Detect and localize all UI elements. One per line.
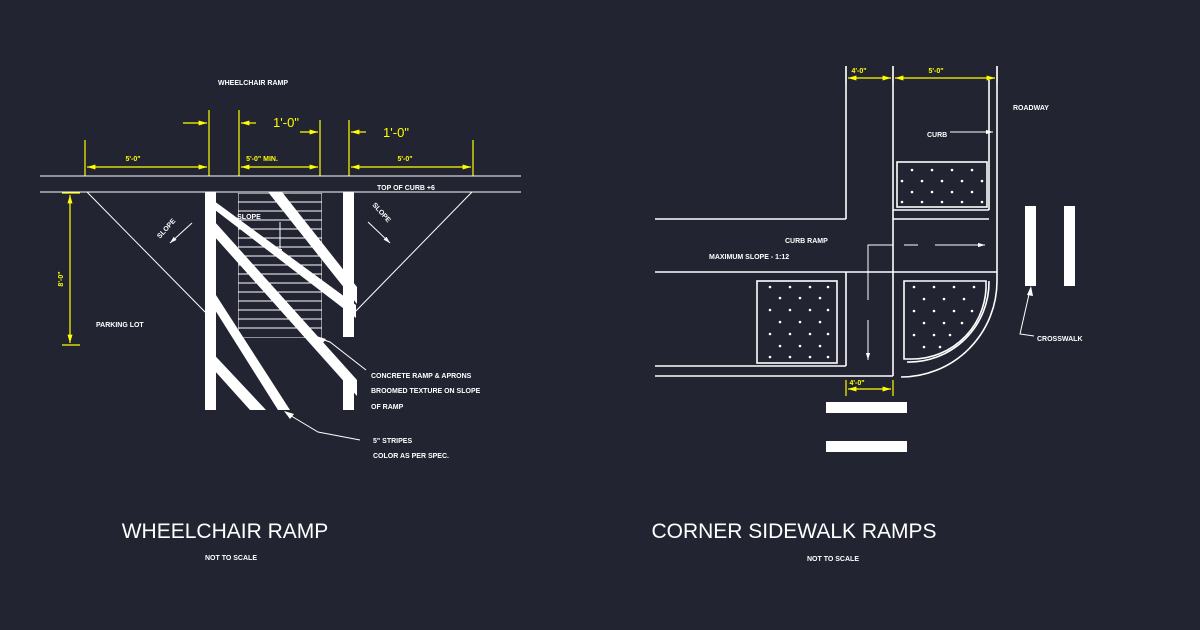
- corner-flow-arrows: [865, 242, 985, 360]
- note-concrete-1: CONCRETE RAMP & APRONS: [371, 373, 472, 380]
- corner-ramps-detail: 4'-0" 5'-0" 4'-0": [651, 66, 1083, 563]
- note-concrete-2: BROOMED TEXTURE ON SLOPE: [371, 388, 481, 395]
- slope-arrow-left: [169, 222, 193, 244]
- dim-bottom-4ft: 4'-0": [849, 380, 864, 387]
- dim-offset-left-1ft: 1'-0": [273, 115, 299, 130]
- crosswalk-bars: [826, 206, 1075, 452]
- crosswalk-label: CROSSWALK: [1037, 336, 1083, 343]
- wheelchair-ramp-header: WHEELCHAIR RAMP: [218, 80, 288, 87]
- slope-arrow-right: [367, 221, 391, 244]
- slope-label-left: SLOPE: [156, 218, 177, 241]
- wheelchair-ramp-scale-note: NOT TO SCALE: [205, 555, 257, 562]
- dim-center-5ft-min: 5'-0" MIN.: [246, 156, 278, 163]
- wheelchair-ramp-detail: WHEELCHAIR RAMP 5'-0" 5'-0" MIN. 5'-0": [40, 80, 521, 562]
- ramp-dimension-lines: [62, 110, 474, 346]
- broomed-texture-pattern: [768, 168, 984, 359]
- corner-ramps-title: CORNER SIDEWALK RAMPS: [651, 520, 936, 543]
- roadway-label: ROADWAY: [1013, 105, 1049, 112]
- dim-offset-right-1ft: 1'-0": [383, 125, 409, 140]
- corner-ramps-scale-note: NOT TO SCALE: [807, 556, 859, 563]
- dim-top-right-5ft: 5'-0": [928, 68, 943, 75]
- parking-lot-label: PARKING LOT: [96, 322, 144, 329]
- ramp-flares: [86, 191, 473, 316]
- wheelchair-ramp-title: WHEELCHAIR RAMP: [122, 520, 329, 543]
- top-of-curb-label: TOP OF CURB +6: [377, 185, 435, 192]
- note-stripes-2: COLOR AS PER SPEC.: [373, 453, 449, 460]
- corner-sidewalk-outline: [655, 66, 998, 378]
- curb-label: CURB: [927, 132, 947, 139]
- crosswalk-leader: [1019, 289, 1035, 337]
- dim-height-8ft: 8'-0": [58, 271, 65, 286]
- dim-left-5ft: 5'-0": [125, 156, 140, 163]
- corner-dimension-lines: [845, 66, 998, 396]
- slope-label-right: SLOPE: [371, 202, 392, 225]
- dim-right-5ft: 5'-0": [397, 156, 412, 163]
- ramp-stripes: [205, 192, 357, 410]
- note-stripes-1: 5" STRIPES: [373, 438, 412, 445]
- note-concrete-3: OF RAMP: [371, 404, 404, 411]
- dim-top-left-4ft: 4'-0": [851, 68, 866, 75]
- curb-ramp-label: CURB RAMP: [785, 238, 828, 245]
- max-slope-label: MAXIMUM SLOPE - 1:12: [709, 254, 789, 261]
- leader-stripes: [287, 413, 361, 441]
- slope-label-center: SLOPE: [237, 214, 261, 221]
